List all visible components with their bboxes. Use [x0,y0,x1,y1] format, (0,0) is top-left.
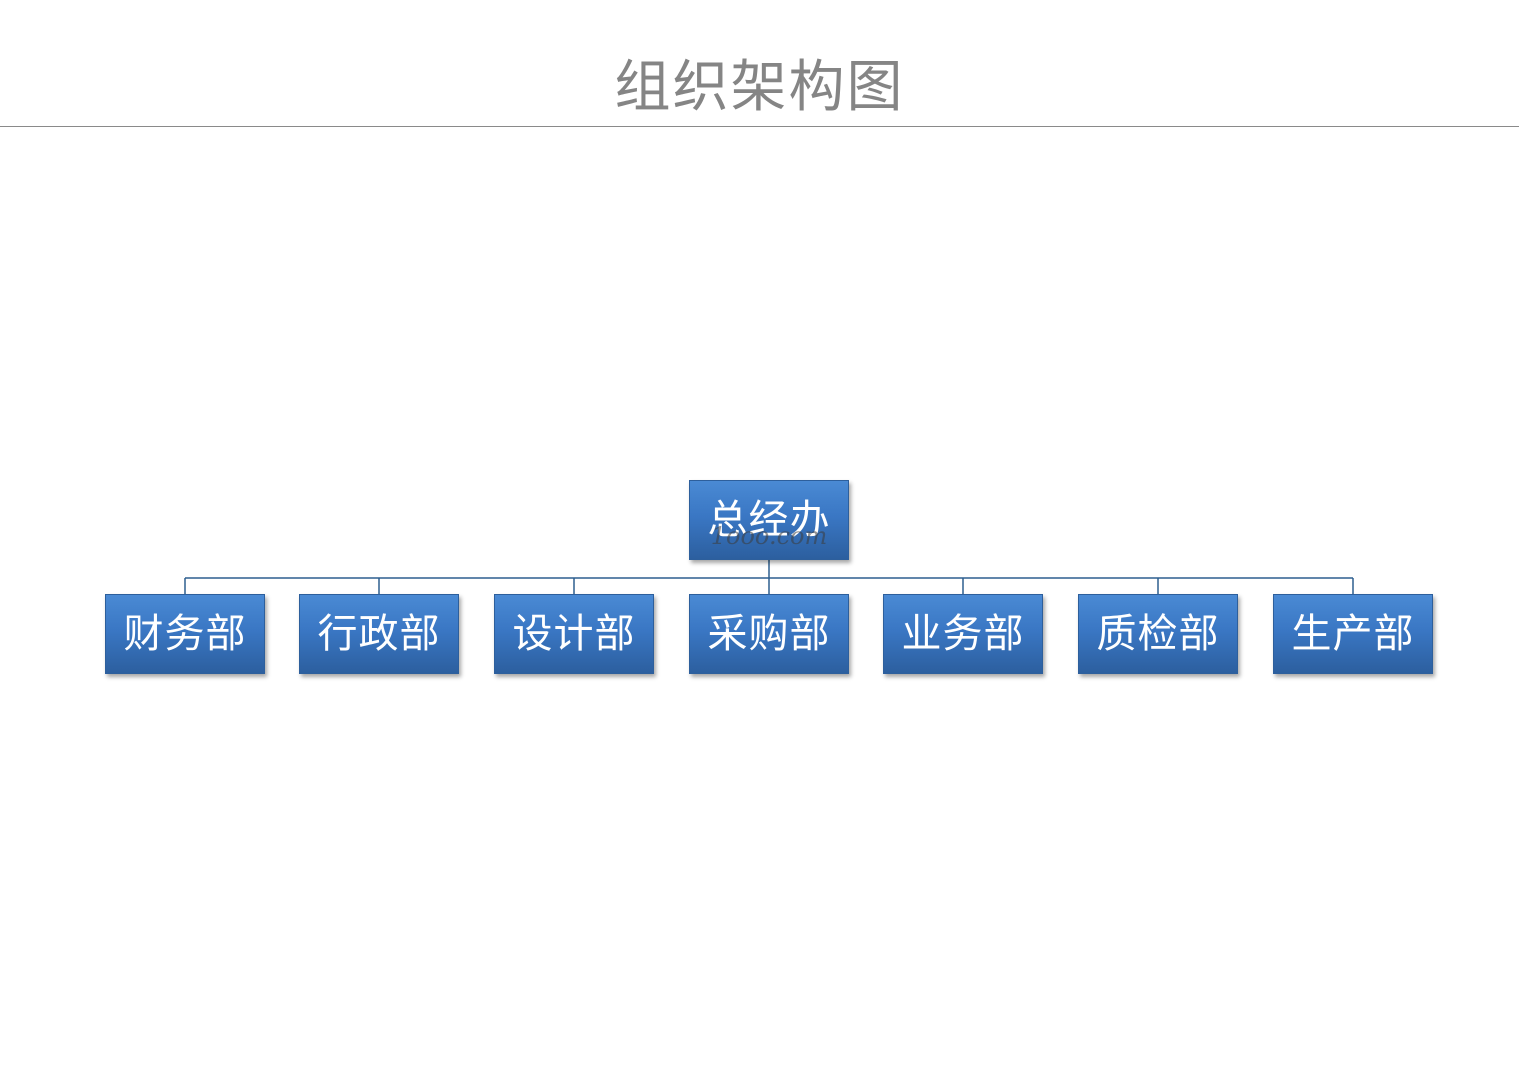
org-node-child[interactable]: 业务部 [883,594,1043,674]
org-node-child[interactable]: 采购部 [689,594,849,674]
title-divider [0,126,1519,127]
org-node-child[interactable]: 行政部 [299,594,459,674]
org-node-child[interactable]: 设计部 [494,594,654,674]
org-node-child[interactable]: 质检部 [1078,594,1238,674]
org-node-child[interactable]: 财务部 [105,594,265,674]
org-node-child[interactable]: 生产部 [1273,594,1433,674]
page-title: 组织架构图 [614,55,905,120]
org-node-root[interactable]: 总经办 [689,480,849,560]
